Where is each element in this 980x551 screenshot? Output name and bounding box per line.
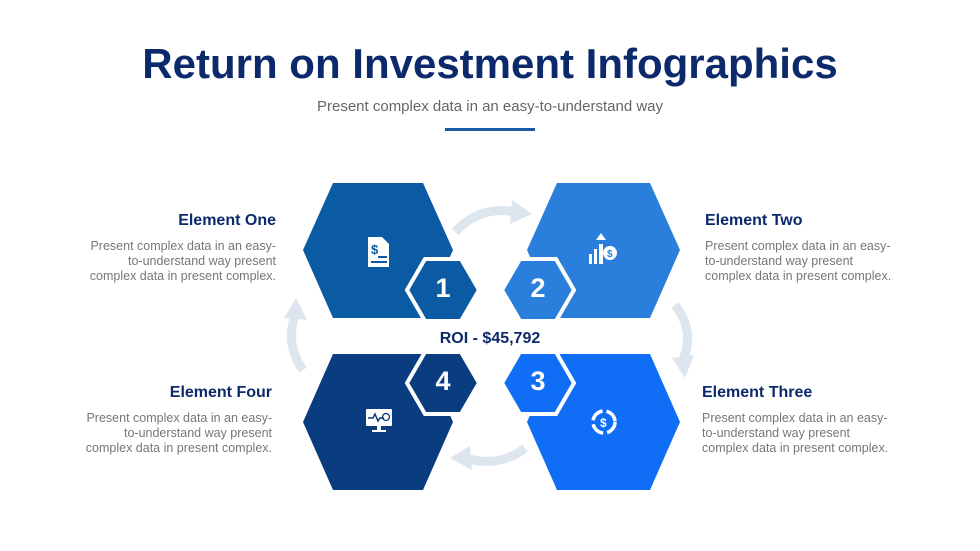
- element-description: Present complex data in an easy-to-under…: [89, 239, 276, 283]
- step-number-1: 1: [435, 273, 451, 303]
- element-four: Element Four Present complex data in an …: [52, 384, 272, 456]
- arrow-2-3: [671, 302, 692, 362]
- arrowhead: [510, 200, 532, 224]
- step-number-4: 4: [435, 366, 451, 396]
- roi-value: ROI - $45,792: [439, 330, 541, 347]
- invoice-dollar-icon: $: [368, 237, 389, 267]
- title-divider: [445, 128, 535, 131]
- element-description: Present complex data in an easy-to-under…: [702, 411, 889, 455]
- element-two: Element Two Present complex data in an e…: [705, 212, 925, 284]
- growth-dollar-icon: $: [589, 233, 617, 264]
- step-number-3: 3: [530, 366, 546, 396]
- element-title: Element One: [178, 212, 276, 229]
- number-hex-3: [499, 350, 577, 416]
- dollar-cycle-icon: $: [591, 409, 617, 435]
- element-description: Present complex data in an easy-to-under…: [705, 239, 892, 283]
- number-hex-4: [404, 350, 482, 416]
- arrowhead: [672, 355, 694, 378]
- number-hex-2: [499, 257, 577, 323]
- arrowhead: [450, 446, 472, 470]
- svg-text:$: $: [600, 416, 607, 430]
- number-hex-1: [404, 257, 482, 323]
- svg-text:$: $: [607, 249, 613, 260]
- arrowhead: [284, 298, 307, 320]
- element-one: Element One Present complex data in an e…: [56, 212, 276, 284]
- svg-text:$: $: [371, 242, 379, 257]
- page-subtitle: Present complex data in an easy-to-under…: [316, 98, 664, 115]
- element-title: Element Two: [705, 212, 803, 229]
- element-title: Element Four: [169, 384, 272, 401]
- monitor-check-icon: [366, 409, 392, 432]
- page-title: Return on Investment Infographics: [142, 40, 838, 87]
- arrow-1-2: [451, 206, 516, 236]
- step-number-2: 2: [530, 273, 546, 303]
- element-title: Element Three: [702, 384, 813, 401]
- element-three: Element Three Present complex data in an…: [702, 384, 922, 456]
- arrow-4-1: [286, 313, 307, 373]
- cycle-arrows: [286, 206, 692, 466]
- arrow-3-4: [463, 444, 528, 466]
- element-description: Present complex data in an easy-to-under…: [85, 411, 272, 455]
